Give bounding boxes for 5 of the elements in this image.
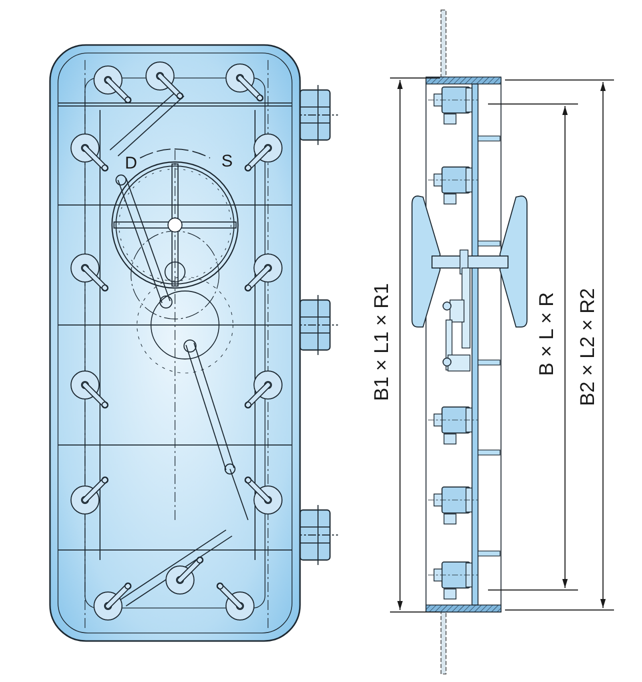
direction-letter: S xyxy=(221,152,233,170)
dimension-label: B × L × R xyxy=(537,292,557,376)
dimension-label: B2 × L2 × R2 xyxy=(578,288,598,406)
dimension-label: B1 × L1 × R1 xyxy=(372,283,392,401)
direction-letter: D xyxy=(124,154,138,172)
